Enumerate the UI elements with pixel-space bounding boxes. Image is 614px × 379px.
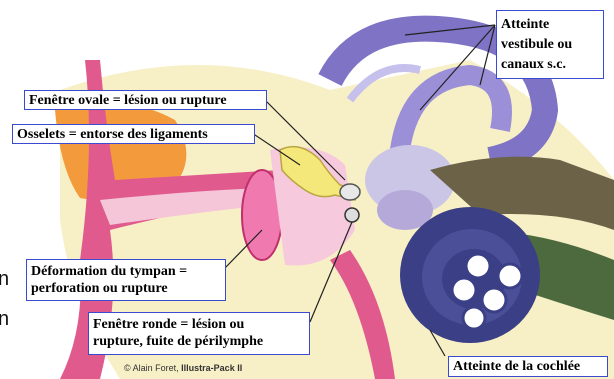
label-vestibule-line3: canaux s.c. xyxy=(501,55,599,75)
credit-line: © Alain Foret, Illustra-Pack II xyxy=(124,363,242,373)
label-vestibule: Atteinte vestibule ou canaux s.c. xyxy=(496,10,604,79)
label-vestibule-line1: Atteinte xyxy=(501,15,599,35)
label-oval-window: Fenêtre ovale = lésion ou rupture xyxy=(24,90,267,110)
label-tympanum-line1: Déformation du tympan = xyxy=(31,263,221,280)
label-tympanum: Déformation du tympan = perforation ou r… xyxy=(26,259,226,301)
label-round-window-line2: rupture, fuite de périlymphe xyxy=(93,333,305,350)
label-ossicles: Osselets = entorse des ligaments xyxy=(12,124,255,144)
label-vestibule-line2: vestibule ou xyxy=(501,35,599,55)
side-letter-2: n xyxy=(0,308,9,331)
label-tympanum-line2: perforation ou rupture xyxy=(31,280,221,297)
credit-pack: Illustra-Pack II xyxy=(181,363,242,373)
credit-author: © Alain Foret, xyxy=(124,363,179,373)
stapes xyxy=(340,184,360,200)
side-letter-1: n xyxy=(0,268,9,291)
label-round-window-line1: Fenêtre ronde = lésion ou xyxy=(93,316,305,333)
round-window xyxy=(345,208,359,222)
label-round-window: Fenêtre ronde = lésion ou rupture, fuite… xyxy=(88,312,310,355)
label-cochlea: Atteinte de la cochlée xyxy=(448,356,608,377)
